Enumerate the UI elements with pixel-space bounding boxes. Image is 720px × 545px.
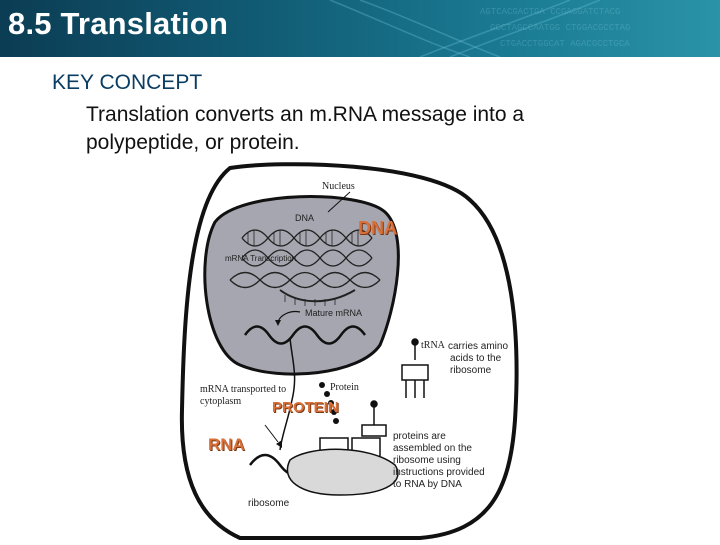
cell-illustration bbox=[179, 162, 519, 540]
trna-molecule bbox=[401, 338, 429, 398]
trna-desc-2: acids to the bbox=[450, 353, 502, 364]
rna-label-big: RNA bbox=[208, 435, 245, 454]
dna-label-small: DNA bbox=[295, 213, 315, 223]
transcription-helix bbox=[229, 271, 381, 306]
mature-mrna-label: Mature mRNA bbox=[305, 308, 363, 318]
nucleus-label: Nucleus bbox=[322, 181, 355, 192]
dna-banner-decoration: AGTCACGACTGA CCGAGGATCTACG GCCTAGCCAATGG… bbox=[329, 0, 630, 57]
nucleus bbox=[203, 195, 400, 376]
svg-text:GCCTAGCCAATGG CTGGACGCCTAG: GCCTAGCCAATGG CTGGACGCCTAG bbox=[490, 23, 630, 33]
concept-line-2: polypeptide, or protein. bbox=[86, 131, 300, 154]
trna-label: tRNA bbox=[421, 340, 445, 351]
svg-text:AGTCACGACTGA CCGAGGATCTACG: AGTCACGACTGA CCGAGGATCTACG bbox=[480, 7, 620, 17]
key-concept-heading: KEY CONCEPT bbox=[52, 71, 203, 94]
dna-helix bbox=[241, 229, 373, 267]
assembly-text-2: assembled on the bbox=[393, 443, 472, 454]
assembly-text-1: proteins are bbox=[393, 431, 446, 442]
ribosome-label: ribosome bbox=[248, 498, 290, 509]
protein-chain bbox=[319, 382, 339, 424]
protein-label-small: Protein bbox=[330, 382, 359, 393]
title-bar: AGTCACGACTGA CCGAGGATCTACG GCCTAGCCAATGG… bbox=[0, 0, 720, 57]
transport-label-1: mRNA transported to bbox=[200, 384, 287, 395]
protein-label-big: PROTEIN bbox=[272, 399, 339, 416]
assembly-text-4: instructions provided bbox=[393, 467, 485, 478]
ribosome-body bbox=[286, 448, 399, 496]
assembly-text-5: to RNA by DNA bbox=[393, 479, 462, 490]
svg-text:CTGACCTGGCAT AGACGCCTGCA: CTGACCTGGCAT AGACGCCTGCA bbox=[500, 39, 630, 49]
trna-desc-3: ribosome bbox=[450, 365, 492, 376]
mature-mrna-strand bbox=[243, 325, 367, 345]
assembly-text-3: ribosome using bbox=[393, 455, 461, 466]
mrna-transport-path bbox=[279, 337, 296, 451]
slide-title: 8.5 Translation bbox=[8, 6, 229, 41]
trna-desc-1: carries amino bbox=[448, 341, 509, 352]
transport-label-2: cytoplasm bbox=[200, 396, 242, 407]
key-concept-text: Translation converts an m.RNA message in… bbox=[86, 101, 686, 157]
translation-diagram: Nucleus DNA DNA mRNA Transcription Matur… bbox=[170, 160, 530, 540]
concept-line-1: Translation converts an m.RNA message in… bbox=[86, 103, 525, 126]
dna-label-big: DNA bbox=[358, 218, 397, 238]
mrna-transcription-label: mRNA Transcription bbox=[225, 254, 297, 263]
